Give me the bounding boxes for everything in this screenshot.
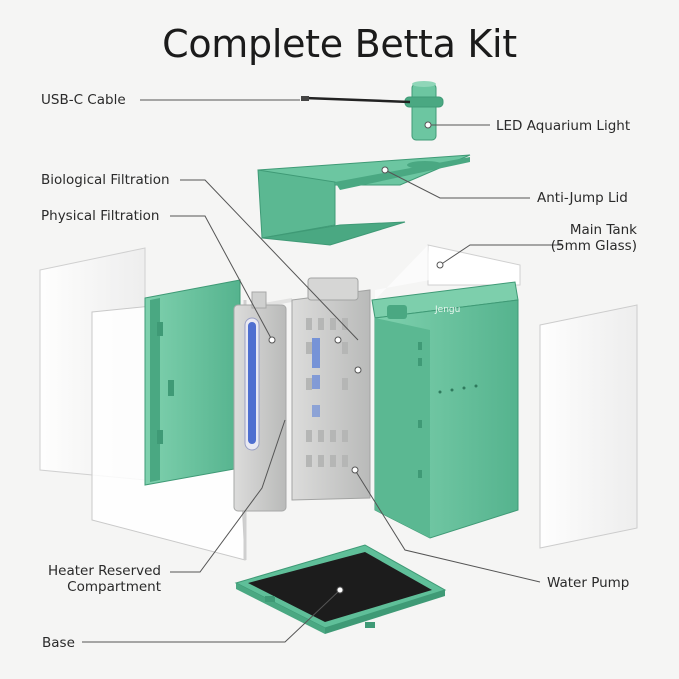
label-main-tank-line2: (5mm Glass): [550, 238, 637, 254]
label-anti-jump-lid: Anti-Jump Lid: [537, 190, 628, 206]
label-bio-filtration: Biological Filtration: [41, 172, 170, 188]
heater-compartment: [233, 291, 292, 512]
label-heater-line1: Heater Reserved: [47, 563, 161, 579]
leader-lines: [82, 99, 562, 643]
led-aquarium-light: [404, 81, 444, 141]
label-base: Base: [42, 635, 75, 651]
diagram-title: Complete Betta Kit: [162, 22, 517, 66]
front-tank-section: Jengu: [371, 281, 519, 539]
glass-panel-right-front: [539, 304, 638, 549]
label-water-pump: Water Pump: [547, 575, 630, 591]
anti-jump-lid: [257, 154, 471, 246]
label-heater-line2: Compartment: [67, 579, 161, 595]
label-led-light: LED Aquarium Light: [496, 118, 631, 134]
aquarium-base: [234, 544, 447, 634]
bio-filter-cartridge: [291, 277, 371, 501]
label-heater-compartment: Heater Reserved Compartment: [30, 563, 161, 595]
label-physical-filtration: Physical Filtration: [41, 208, 160, 224]
brand-mark: Jengu: [434, 305, 460, 315]
label-main-tank: Main Tank (5mm Glass): [545, 222, 637, 254]
rear-tank-section: [144, 279, 241, 486]
usb-cable: [301, 96, 411, 104]
glass-panel-right-back: [375, 244, 521, 300]
label-main-tank-line1: Main Tank: [569, 222, 637, 238]
label-usb-cable: USB-C Cable: [41, 92, 126, 108]
leader-dots: [268, 121, 444, 594]
